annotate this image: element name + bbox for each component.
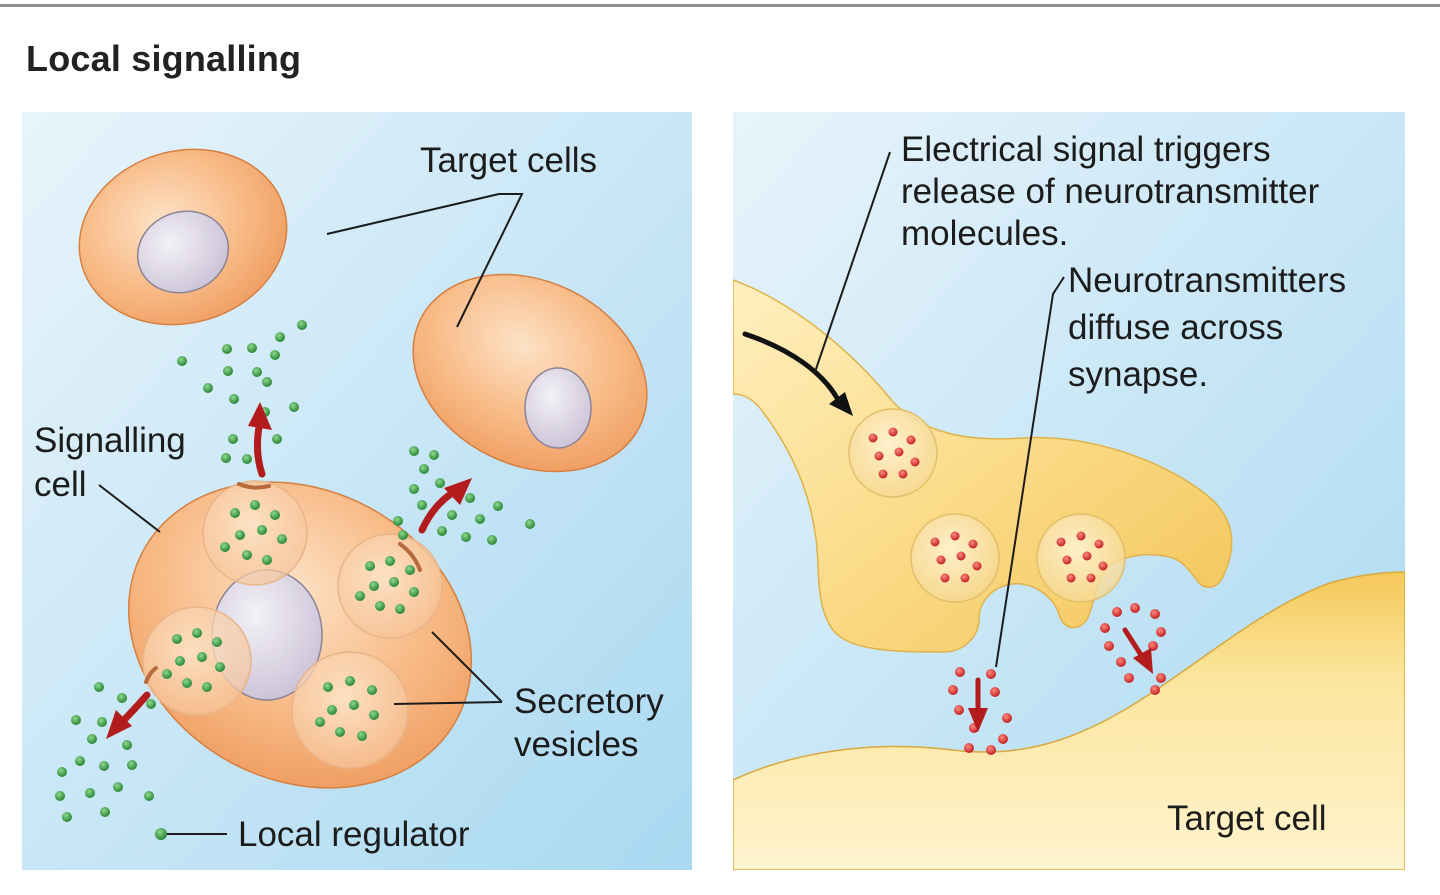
label-neurotransmitters-line3: synapse. (1068, 355, 1209, 394)
leader-secretory-vesicles-2 (393, 701, 503, 705)
label-electrical-signal-line2: release of neurotransmitter (901, 172, 1320, 211)
right-leader-lines (814, 151, 1065, 668)
leader-neurotransmitters (995, 276, 1065, 668)
target-cell-2 (412, 273, 648, 473)
exocytosis-openings (144, 482, 422, 684)
label-neurotransmitters-line1: Neurotransmitters (1068, 261, 1347, 300)
target-cell-1 (78, 148, 288, 326)
right-panel-synaptic-signalling: Electrical signal triggers release of ne… (733, 112, 1405, 870)
figure-title: Local signalling (26, 38, 302, 79)
top-rule (0, 4, 1440, 7)
secretory-vesicle (202, 480, 308, 586)
label-signalling-cell-line1: Signalling (34, 421, 186, 460)
leader-target-cells-2 (456, 193, 524, 328)
legend-label-local-regulator: Local regulator (238, 815, 470, 854)
left-leader-lines (98, 193, 524, 835)
leader-secretory-vesicles-1 (431, 631, 503, 703)
release-arrows (106, 402, 472, 739)
synaptic-vesicle (1036, 513, 1126, 603)
label-target-cell: Target cell (1167, 799, 1327, 838)
right-panel-illustration (733, 112, 1405, 870)
vesicle-neurotransmitters (868, 427, 1108, 583)
secretory-vesicle (142, 606, 252, 716)
leader-electrical-signal (814, 151, 891, 373)
target-cell-2-nucleus (524, 367, 592, 449)
electrical-signal-arrow (742, 331, 853, 416)
left-panel-illustration (22, 112, 692, 870)
diffusion-arrows (968, 627, 1153, 732)
vesicle-regulator-molecules (162, 500, 419, 741)
synaptic-vesicles (848, 408, 1126, 603)
label-neurotransmitters-line2: diffuse across (1068, 308, 1284, 347)
label-secretory-vesicles-line1: Secretory (514, 682, 664, 721)
label-electrical-signal-line1: Electrical signal triggers (901, 130, 1271, 169)
label-electrical-signal-line3: molecules. (901, 214, 1069, 253)
label-target-cells: Target cells (420, 141, 598, 180)
label-secretory-vesicles-line2: vesicles (514, 725, 639, 764)
secretory-vesicle (291, 651, 409, 769)
left-panel-local-regulators: Target cells Signalling cell Secretory v… (22, 112, 692, 870)
diffusion-arrow-2 (1122, 627, 1146, 661)
leader-signalling-cell (98, 484, 161, 533)
target-cell-1-nucleus (136, 210, 230, 294)
legend-regulator-dot (155, 828, 167, 840)
postsynaptic-target-cell (733, 571, 1405, 870)
leader-target-cells-1 (326, 193, 500, 235)
released-local-regulators (55, 320, 535, 822)
label-signalling-cell-line2: cell (34, 465, 87, 504)
secretory-vesicle (337, 533, 443, 639)
synaptic-vesicle (848, 408, 938, 498)
synaptic-vesicle (910, 513, 1000, 603)
